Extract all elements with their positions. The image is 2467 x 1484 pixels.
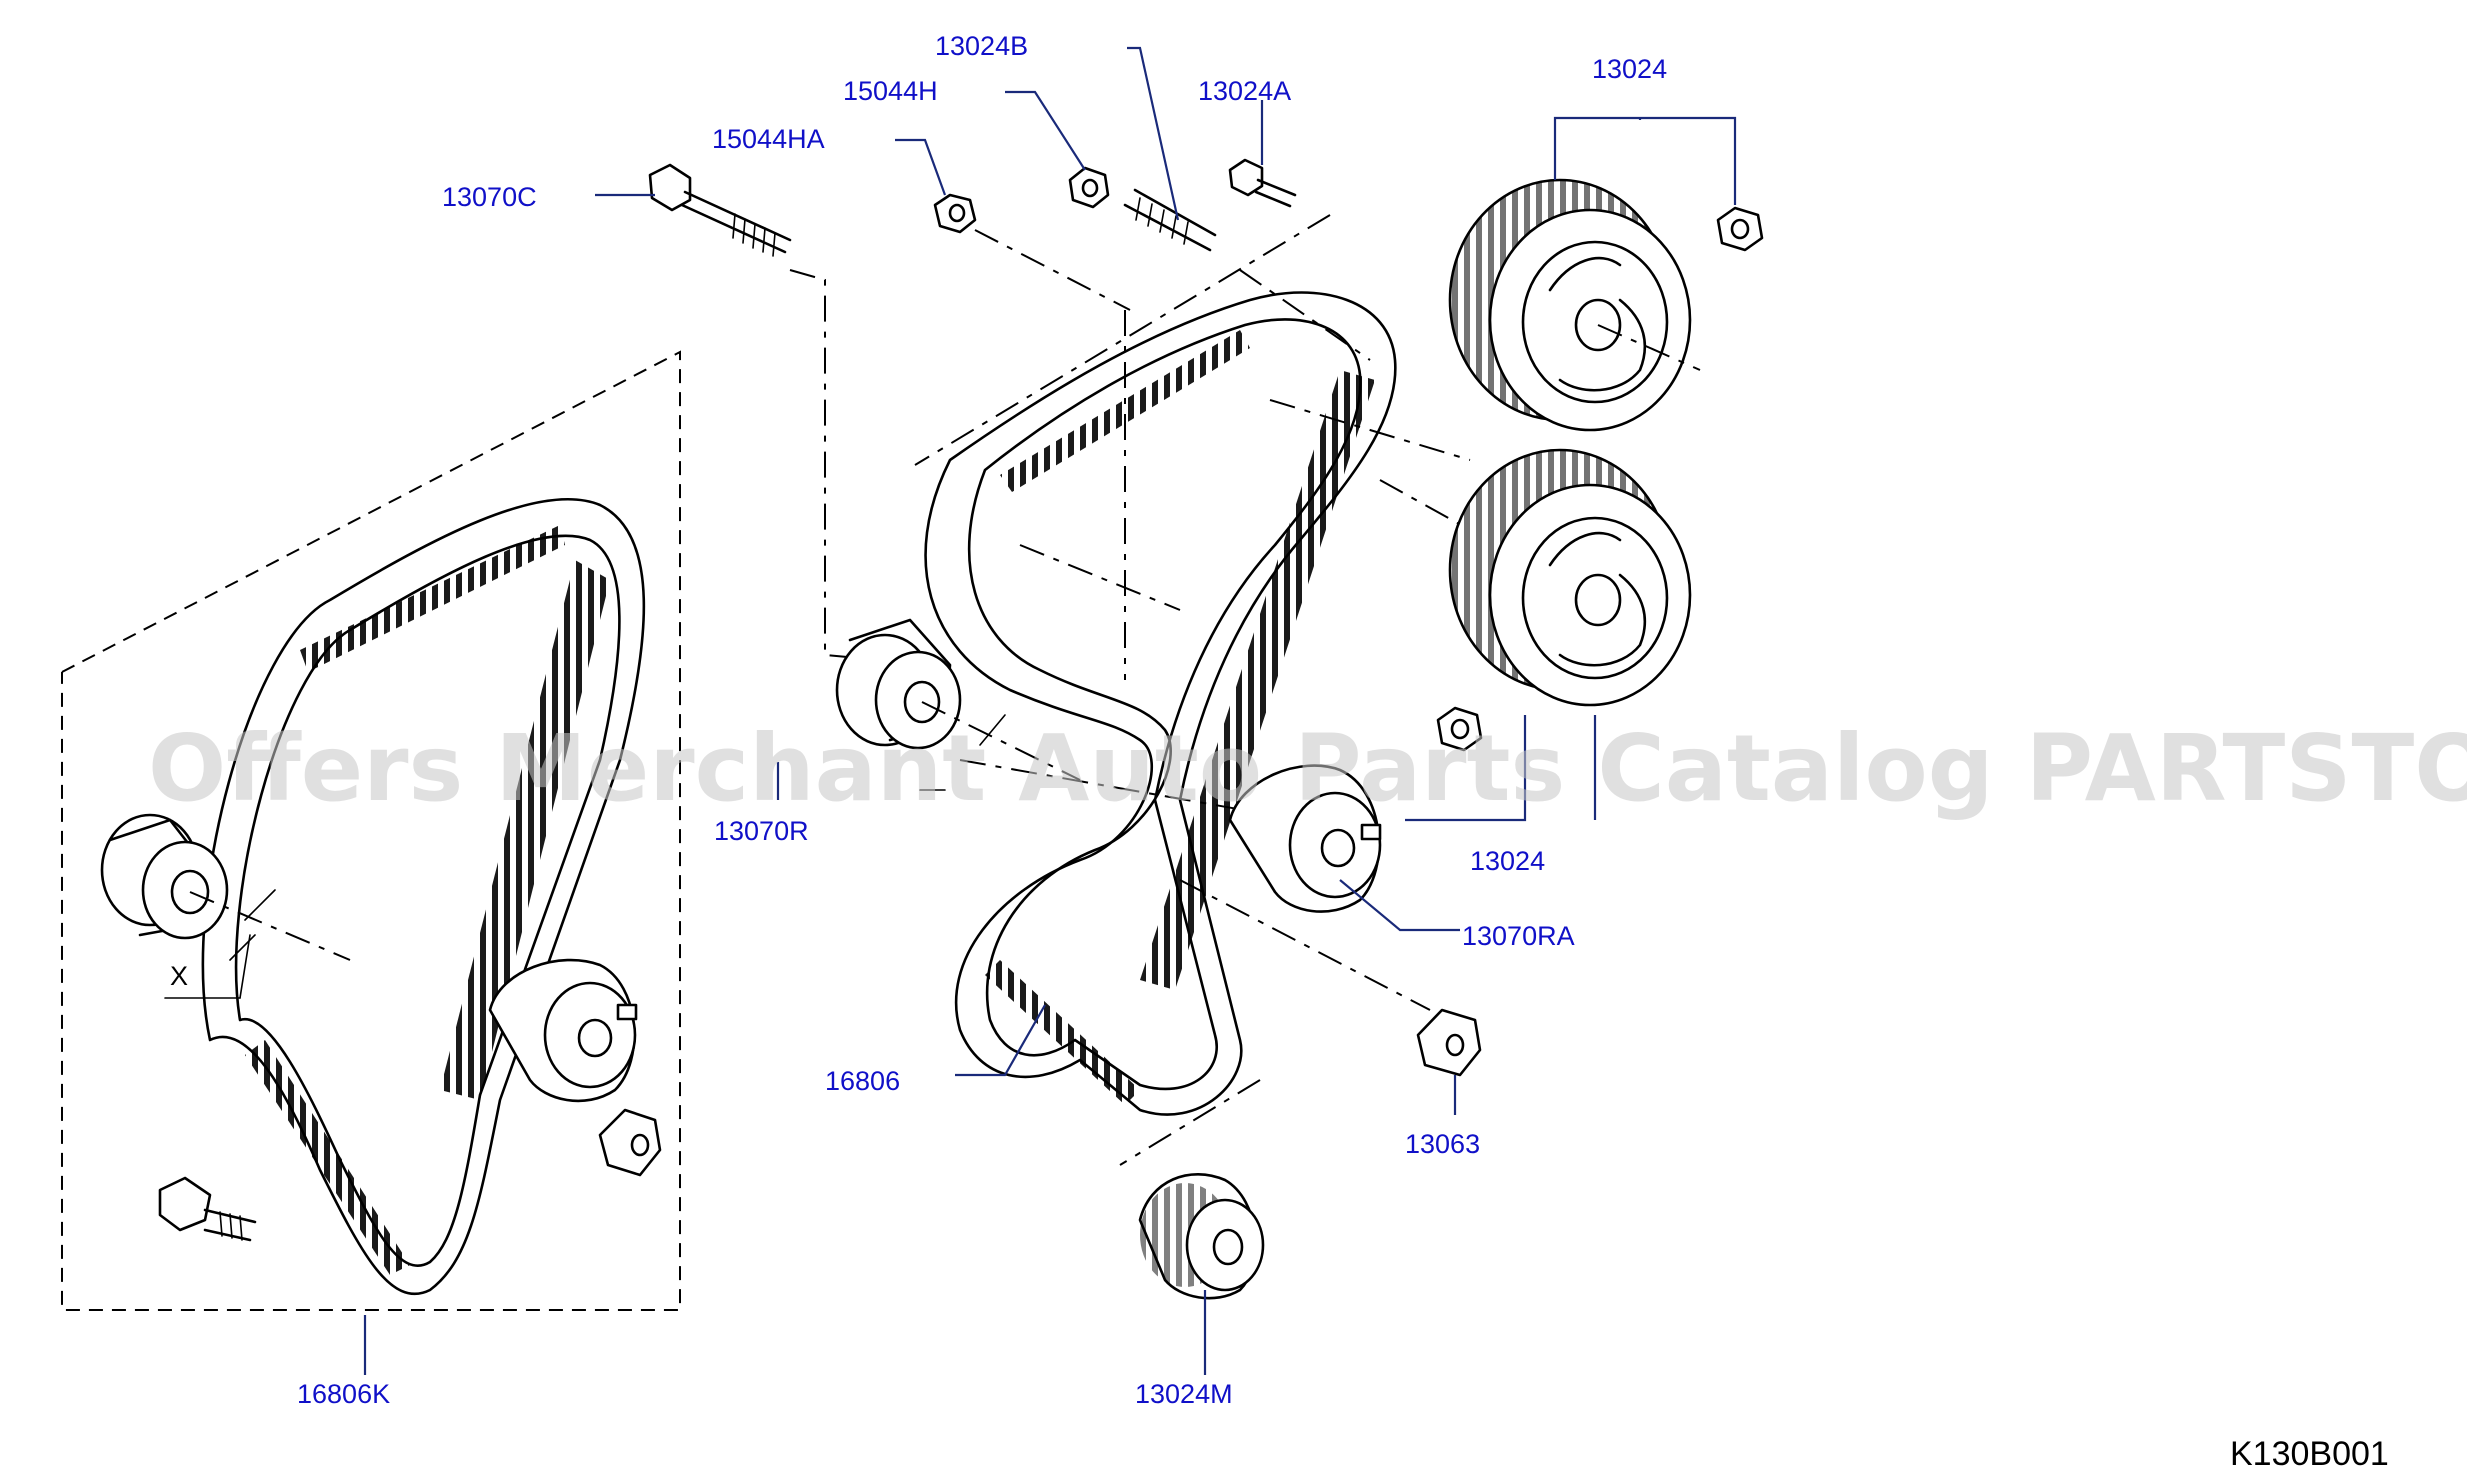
inset-bolt — [158, 1176, 257, 1242]
bolt-13070C — [648, 163, 792, 257]
nut-13063 — [1416, 1008, 1482, 1077]
label-16806K[interactable]: 16806K — [297, 1379, 390, 1409]
nut-15044HA — [933, 193, 977, 234]
crank-sprocket-13024M — [1138, 1172, 1265, 1300]
label-16806[interactable]: 16806 — [825, 1066, 900, 1096]
nut-13024-lower — [1436, 706, 1483, 752]
label-13024B[interactable]: 13024B — [935, 31, 1028, 61]
inset-idler-pulley — [100, 813, 351, 961]
watermark-text: Offers Merchant Auto Parts Catalog PARTS… — [148, 715, 2467, 822]
inset-tensioner — [488, 958, 638, 1103]
camshaft-sprocket-lower — [1448, 448, 1692, 707]
leader-lines — [363, 46, 1737, 1375]
nut-13024-top — [1716, 206, 1764, 252]
belt-kit-inset: X — [61, 350, 681, 1311]
label-13063[interactable]: 13063 — [1405, 1129, 1480, 1159]
bolt-13024A — [1228, 158, 1297, 208]
nut-15044H — [1068, 166, 1110, 209]
dimension-x: X — [164, 889, 276, 999]
stud-13024B — [1123, 188, 1217, 252]
label-13024M[interactable]: 13024M — [1135, 1379, 1233, 1409]
camshaft-sprocket-upper — [1448, 178, 1701, 432]
label-13024-mid[interactable]: 13024 — [1470, 846, 1545, 876]
label-13024-top[interactable]: 13024 — [1592, 54, 1667, 84]
dimension-x-label: X — [170, 961, 188, 991]
inset-nut — [598, 1108, 662, 1177]
label-13024A[interactable]: 13024A — [1198, 76, 1291, 106]
diagram-code: K130B001 — [2230, 1435, 2389, 1473]
main-timing-belt — [924, 291, 1397, 1116]
tensioner-13070RA — [1228, 764, 1382, 913]
label-15044H[interactable]: 15044H — [843, 76, 938, 106]
idler-pulley-13070R — [835, 618, 1081, 791]
label-15044HA[interactable]: 15044HA — [712, 124, 825, 154]
label-13070RA[interactable]: 13070RA — [1462, 921, 1575, 951]
label-13070C[interactable]: 13070C — [442, 182, 537, 212]
inset-dashed-frame — [61, 350, 681, 1311]
inset-timing-belt — [201, 497, 646, 1296]
label-13070R[interactable]: 13070R — [714, 816, 809, 846]
